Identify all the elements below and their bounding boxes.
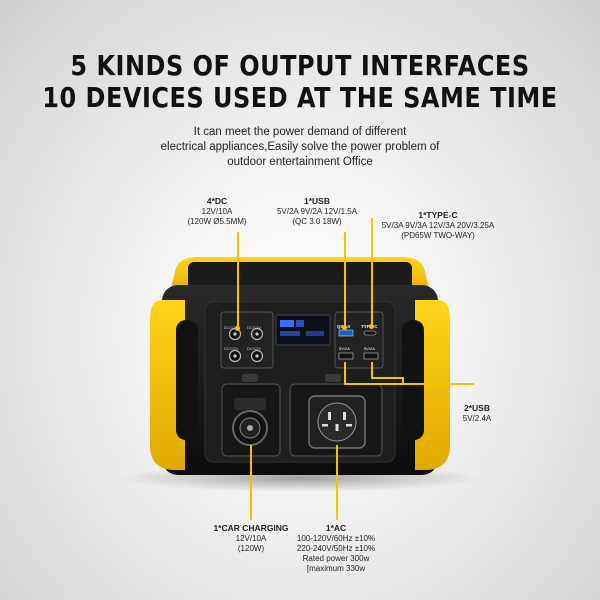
ac-callout-title: 1*AC xyxy=(325,523,347,533)
typec-callout-line-2: (PD65W TWO-WAY) xyxy=(401,231,475,240)
dc-callout: 4*DC 12V/10A (120W Ø5.5MM) xyxy=(172,196,262,227)
headline-line-2: 10 DEVICES USED AT THE SAME TIME xyxy=(42,81,558,115)
ac-callout: 1*AC 100-120V/60Hz ±10% 220-240V/50Hz ±1… xyxy=(290,523,382,574)
typec-callout-line xyxy=(371,218,373,326)
typec-callout-dot xyxy=(369,324,374,329)
usb-block xyxy=(334,311,384,369)
panel-usb-b-label: 5V/2A xyxy=(364,346,375,351)
top-handle-black xyxy=(188,262,412,292)
usb2-callout-horizontal-b xyxy=(371,377,403,379)
usb2-callout-line-1: 5V/2.4A xyxy=(462,414,492,423)
dc-callout-line xyxy=(237,232,239,328)
subtitle-line-3: outdoor entertainment Office xyxy=(227,156,373,168)
usb-callout-dot xyxy=(342,325,347,330)
usb-callout-line-2: (QC 3.0 18W) xyxy=(292,217,342,226)
car-callout-title: 1*CAR CHARGING xyxy=(213,523,289,533)
car-callout-line-2: (120W) xyxy=(237,544,265,553)
usb2-callout-horizontal-a xyxy=(344,383,474,385)
dc-block xyxy=(220,311,274,369)
panel-usb-a-label: 5V/2A xyxy=(339,346,350,351)
panel-dc-label-1: DC/12V xyxy=(224,325,239,330)
usb2-callout-vertical-a xyxy=(344,362,346,384)
dc-callout-line-2: (120W Ø5.5MM) xyxy=(187,217,247,226)
lcd-screen xyxy=(275,314,331,346)
panel-dc-label-2: DC/12V xyxy=(247,325,262,330)
ac-callout-line-1: 100-120V/60Hz ±10% xyxy=(296,534,376,543)
typec-callout: 1*TYPE-C 5V/3A 9V/3A 12V/3A 20V/3.25A (P… xyxy=(368,210,508,241)
usb-callout-line xyxy=(344,232,346,327)
ac-callout-line-4: [maximum 330w xyxy=(306,564,366,573)
ac-callout-line-3: Rated power 300w xyxy=(302,554,370,563)
car-callout-line-1: 12V/10A xyxy=(235,534,267,543)
usb2-callout-title: 2*USB xyxy=(464,403,490,413)
ac-callout-line xyxy=(336,445,338,520)
ac-callout-line-2: 220-240V/50Hz ±10% xyxy=(296,544,376,553)
usb2-callout: 2*USB 5V/2.4A xyxy=(452,403,502,424)
subtitle-line-1: It can meet the power demand of differen… xyxy=(193,126,407,138)
panel-dc-label-4: DC/12V xyxy=(247,346,262,351)
typec-callout-line-1: 5V/3A 9V/3A 12V/3A 20V/3.25A xyxy=(381,221,495,230)
usb-callout-title: 1*USB xyxy=(304,196,330,206)
subtitle-line-2: electrical appliances,Easily solve the p… xyxy=(160,141,440,153)
headline-line-1: 5 KINDS OF OUTPUT INTERFACES xyxy=(70,49,530,83)
usb-callout: 1*USB 5V/2A 9V/2A 12V/1.5A (QC 3.0 18W) xyxy=(262,196,372,227)
usb2-callout-bridge xyxy=(402,377,404,385)
car-callout-line xyxy=(250,445,252,520)
usb-callout-line-1: 5V/2A 9V/2A 12V/1.5A xyxy=(276,207,358,216)
usb2-callout-vertical-b xyxy=(371,362,373,378)
dc-callout-dot xyxy=(235,326,240,331)
car-callout: 1*CAR CHARGING 12V/10A (120W) xyxy=(205,523,297,554)
dc-callout-title: 4*DC xyxy=(206,196,228,206)
typec-callout-title: 1*TYPE-C xyxy=(418,210,458,220)
panel-dc-label-3: DC/12V xyxy=(224,346,239,351)
dc-callout-line-1: 12V/10A xyxy=(201,207,233,216)
